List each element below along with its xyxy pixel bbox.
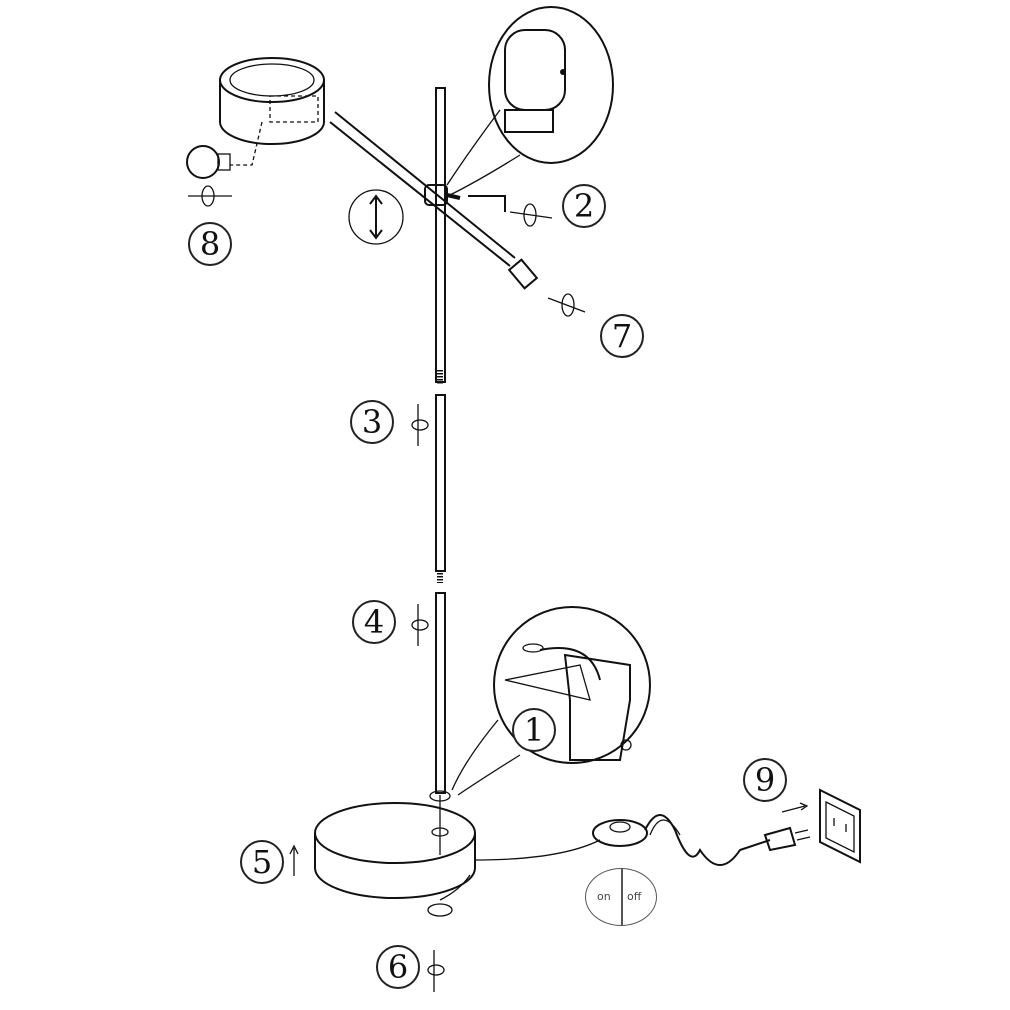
height-adjust-icon — [348, 189, 404, 245]
pole-middle — [435, 394, 446, 583]
power-cord — [474, 814, 771, 866]
step-label-6: 6 — [376, 945, 420, 989]
bulb-icon — [186, 145, 232, 207]
detail-magnifier-top — [446, 6, 614, 196]
plug-icon — [763, 802, 811, 852]
detail-magnifier-bottom — [451, 606, 651, 796]
on-off-switch-diagram: on off — [585, 868, 657, 926]
lamp-base — [314, 790, 476, 917]
step-label-1: 1 — [512, 708, 556, 752]
lamp-head — [219, 57, 325, 166]
switch-on-label: on — [597, 890, 611, 903]
wall-socket-icon — [819, 788, 861, 864]
step-label-8: 8 — [188, 222, 232, 266]
step-label-9: 9 — [743, 758, 787, 802]
step-label-3: 3 — [350, 400, 394, 444]
step-label-2: 2 — [562, 184, 606, 228]
switch-off-label: off — [627, 890, 642, 903]
switch-divider — [621, 869, 623, 925]
step-label-7: 7 — [600, 314, 644, 358]
step-label-5: 5 — [240, 840, 284, 884]
step-label-4: 4 — [352, 600, 396, 644]
rotate-icons — [289, 203, 586, 992]
pole-bottom — [435, 592, 446, 794]
pole-top — [435, 87, 446, 385]
lamp-arm — [329, 111, 539, 290]
